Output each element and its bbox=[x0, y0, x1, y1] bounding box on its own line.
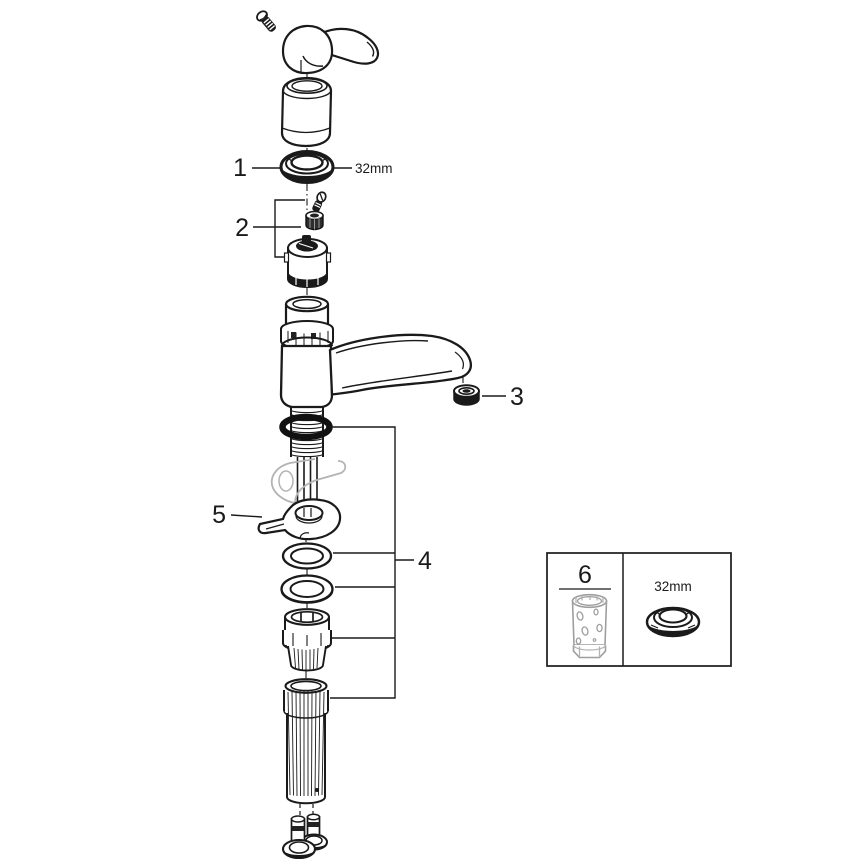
tube-rib-lines bbox=[287, 690, 325, 797]
callout-2: 2 bbox=[235, 199, 305, 258]
part3-label: 3 bbox=[510, 383, 524, 411]
part1-label: 1 bbox=[233, 154, 247, 182]
faucet-body-spout bbox=[279, 333, 472, 409]
lever-handle bbox=[281, 24, 380, 75]
connection-hoses bbox=[281, 804, 328, 860]
cartridge-screw bbox=[312, 191, 327, 212]
callout-1: 1 32mm bbox=[233, 154, 392, 182]
callout-5: 5 bbox=[212, 501, 263, 529]
handle-cap bbox=[280, 76, 333, 148]
washer-1 bbox=[281, 542, 333, 570]
o-ring bbox=[279, 413, 333, 441]
mounting-nut bbox=[282, 608, 332, 672]
mounting-wrench bbox=[257, 498, 342, 541]
hose-right bbox=[300, 813, 328, 851]
extension-tube bbox=[283, 678, 329, 805]
hose-left bbox=[281, 815, 317, 860]
nut-knurl-lines bbox=[293, 647, 319, 671]
part1-size-label: 32mm bbox=[355, 161, 393, 176]
threaded-shank bbox=[279, 407, 333, 458]
socket-tool bbox=[571, 593, 608, 659]
cartridge bbox=[283, 235, 332, 288]
callout-3: 3 bbox=[482, 383, 524, 411]
part6-label: 6 bbox=[578, 561, 592, 589]
inset-box: 6 32mm bbox=[546, 552, 732, 667]
washer-2 bbox=[280, 574, 334, 604]
callout-4: 4 bbox=[330, 426, 432, 699]
aerator bbox=[453, 384, 480, 406]
cartridge-stop-ring bbox=[305, 210, 324, 231]
part2-label: 2 bbox=[235, 214, 249, 242]
ring-32mm-inset bbox=[645, 606, 701, 638]
part5-label: 5 bbox=[212, 501, 226, 529]
mounting-wrench-ghost bbox=[270, 458, 347, 504]
part6-size-label: 32mm bbox=[654, 579, 692, 594]
cap-ring-32mm bbox=[279, 150, 335, 184]
handle-screw bbox=[256, 10, 276, 32]
part4-label: 4 bbox=[418, 547, 432, 575]
